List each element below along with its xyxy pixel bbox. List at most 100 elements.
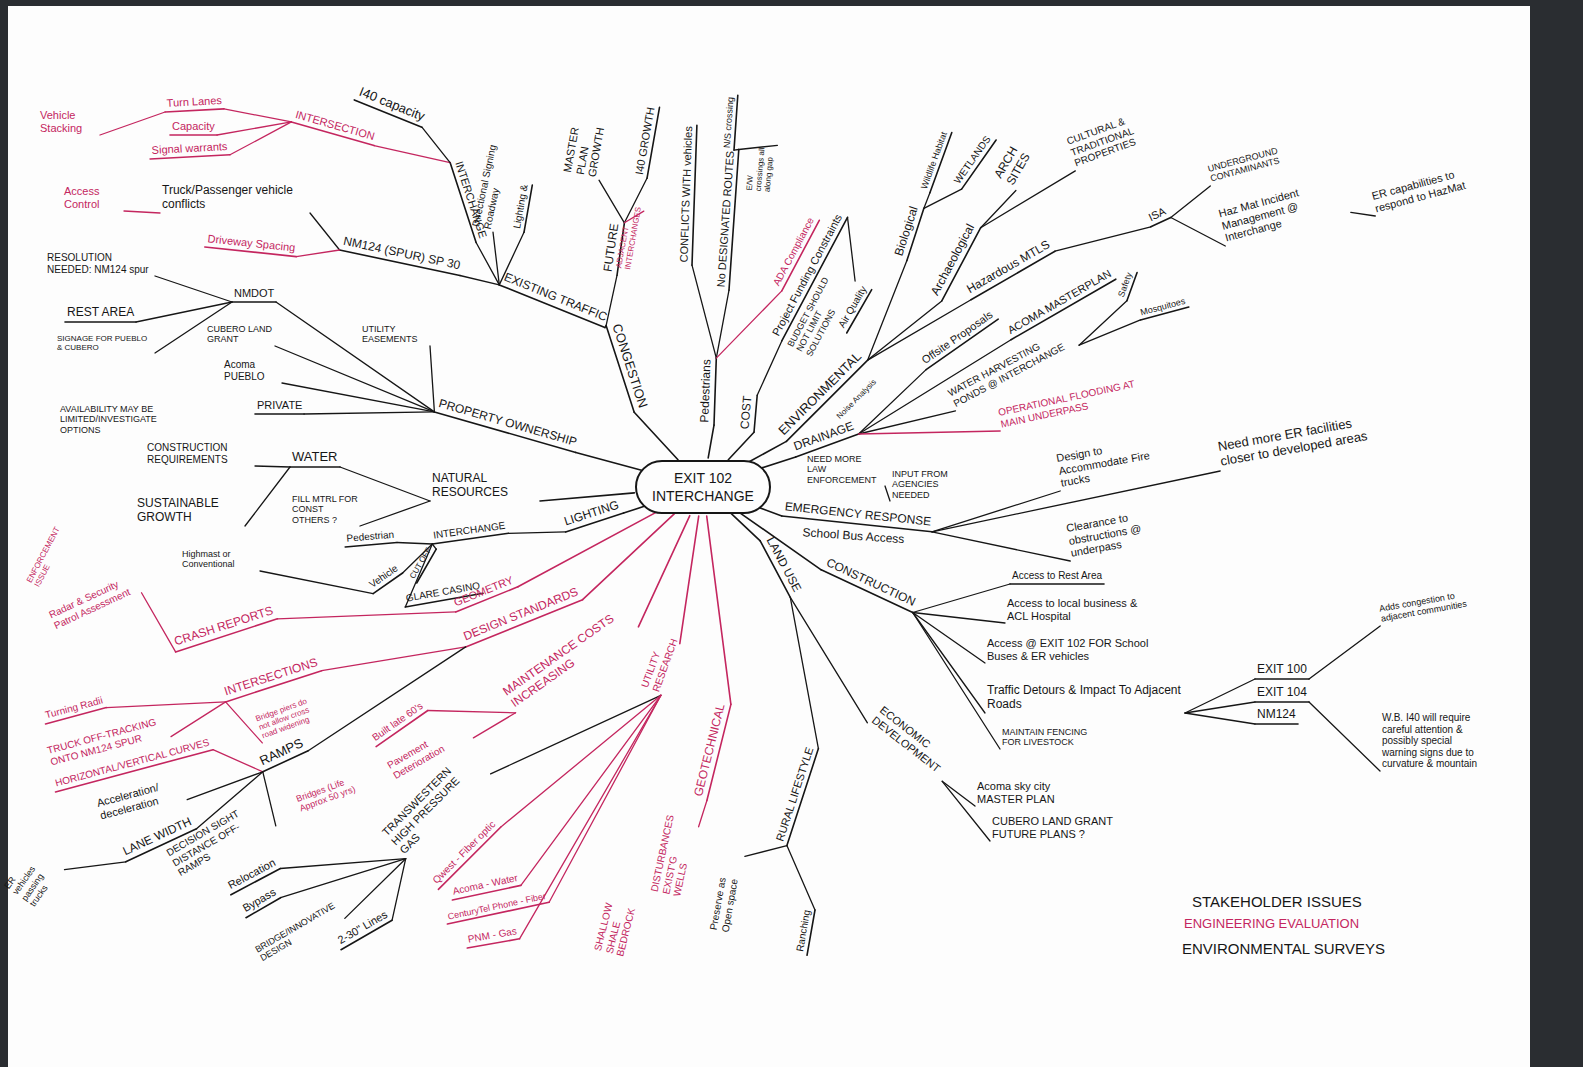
branch-label: CONSTRUCTION [822, 555, 919, 610]
branch-line [859, 431, 1001, 434]
node-title: EXIT 102 INTERCHANGE [647, 469, 759, 505]
branch-line [708, 425, 714, 458]
branch-label: 2-30" Lines [334, 907, 392, 948]
branch-line [224, 109, 291, 122]
branch-line [680, 516, 699, 644]
label-underline [1011, 279, 1116, 340]
label-underline [1255, 723, 1298, 725]
branch-label: INTERCHANGE [430, 519, 508, 541]
branch-line [932, 532, 1070, 561]
branch-label: NEED MORE LAW ENFORCEMENT [805, 454, 885, 485]
branch-line [397, 543, 432, 545]
branch-label: E/W crossings all along gap [745, 142, 777, 194]
label-underline [165, 109, 224, 112]
branch-label: INTERSECTIONS [221, 655, 322, 699]
branch-label: Vehicle Stacking [38, 109, 100, 134]
branch-line [728, 432, 754, 460]
label-underline [255, 413, 304, 415]
label-underline [1255, 701, 1309, 703]
branch-line [1079, 301, 1127, 346]
branch-line [100, 112, 165, 135]
branch-label: Pedestrian [344, 529, 397, 545]
branch-label: Bridge piers do not allow cross road wid… [253, 692, 328, 742]
branch-line [913, 584, 1010, 613]
branch-line [245, 467, 290, 526]
branch-label: No DESIGNATED ROUTES [714, 148, 736, 289]
branch-label: Acoma - Water [450, 872, 521, 898]
branch-line [1079, 320, 1140, 345]
branch-label: COST [738, 393, 755, 431]
branch-line [124, 211, 160, 213]
branch-line [885, 486, 890, 501]
branch-label: LAND USE [762, 533, 804, 596]
branch-line [460, 276, 499, 285]
branch-label: INTERSECTION [292, 107, 378, 143]
branch-line [155, 276, 232, 302]
branch-label: CONGESTION [608, 320, 650, 412]
branch-label: Acoma sky city MASTER PLAN [975, 780, 1095, 805]
branch-line [310, 213, 340, 250]
branch-line [263, 772, 276, 826]
branch-label: Pedestrians [698, 357, 714, 425]
branch-label: BRIDGE/INNOVATIVE DESIGN [252, 899, 345, 964]
branch-label: Clearance to obstructions @ underpass [1063, 503, 1178, 559]
branch-label: OPERATIONAL FLOODING AT MAIN UNDERPASS [995, 376, 1147, 430]
label-underline [1255, 678, 1309, 680]
branch-line [106, 702, 225, 708]
branch-line [213, 750, 263, 772]
branch-line [296, 250, 339, 257]
branch-label: CULTURAL & TRADITIONAL PROPERTIES [1063, 106, 1159, 169]
branch-line [276, 302, 434, 412]
branch-label: CUBERO LAND GRANT [205, 324, 275, 345]
branch-line [65, 862, 126, 870]
branch-label: WETLANDS [951, 132, 995, 187]
branch-line [1171, 186, 1211, 218]
label-underline [65, 321, 136, 323]
branch-label: FILL MTRL FOR CONST OTHERS ? [290, 494, 360, 525]
branch-label: GEOTECHNICAL [692, 701, 729, 800]
branch-label: NM124 (SPUR) SP 30 [340, 234, 463, 273]
branch-label: SIGNAGE FOR PUEBLO & CUBERO [55, 334, 155, 352]
branch-label: N/S crossing [722, 95, 736, 151]
center-node: EXIT 102 INTERCHANGE [635, 460, 771, 514]
branch-label: Lighting & [511, 182, 531, 232]
branch-label: School Bus Access [800, 526, 907, 547]
branch-label: Built late 60's [368, 699, 426, 745]
branch-line [360, 501, 430, 526]
branch-label: Signal warrants [149, 140, 229, 157]
branch-label: Radar & Security Patrol Assessment [45, 571, 141, 632]
branch-label: STAKEHOLDER ISSUES [1190, 893, 1364, 910]
branch-line [1309, 626, 1380, 679]
branch-label: Access @ EXIT 102 FOR School Buses & ER … [985, 637, 1155, 662]
branch-line [277, 612, 455, 619]
branch-label: Bridges (Life Approx 50 yrs) [293, 766, 380, 815]
branch-label: EXIT 104 [1255, 686, 1309, 700]
branch-line [638, 516, 689, 627]
branch-label: Air Quality [835, 282, 870, 331]
branch-label: RURAL LIFESTYLE [773, 744, 817, 845]
branch-label: Hazardous MTLS [963, 237, 1054, 298]
branch-label: Access Control [62, 185, 124, 210]
branch-label: ENFORCEMENT ISSUE [24, 538, 64, 591]
branch-line [787, 846, 815, 910]
branch-label: REST AREA [65, 306, 136, 320]
branch-label: RESOLUTION NEEDED: NM124 spur [45, 252, 155, 275]
branch-label: Design to Accommodate Fire trucks [1053, 435, 1158, 490]
branch-line [745, 846, 787, 857]
branch-line [576, 452, 645, 471]
branch-label: Access to local business & ACL Hospital [1005, 597, 1155, 622]
branch-line [345, 859, 406, 919]
branch-line [540, 493, 634, 501]
branch-line [1309, 702, 1380, 771]
branch-label: W.B. I40 will require careful attention … [1380, 712, 1490, 770]
label-underline [290, 466, 340, 468]
label-underline [232, 301, 276, 303]
branch-label: UTILITY RESEARCH [638, 635, 678, 695]
branch-line [859, 411, 956, 434]
branch-label: Biological [892, 203, 922, 260]
branch-line [932, 491, 1060, 532]
branch-label: I40 capacity [355, 84, 429, 125]
branch-label: NM124 [1255, 708, 1298, 722]
branch-label: Highmast or Conventional [180, 549, 260, 570]
